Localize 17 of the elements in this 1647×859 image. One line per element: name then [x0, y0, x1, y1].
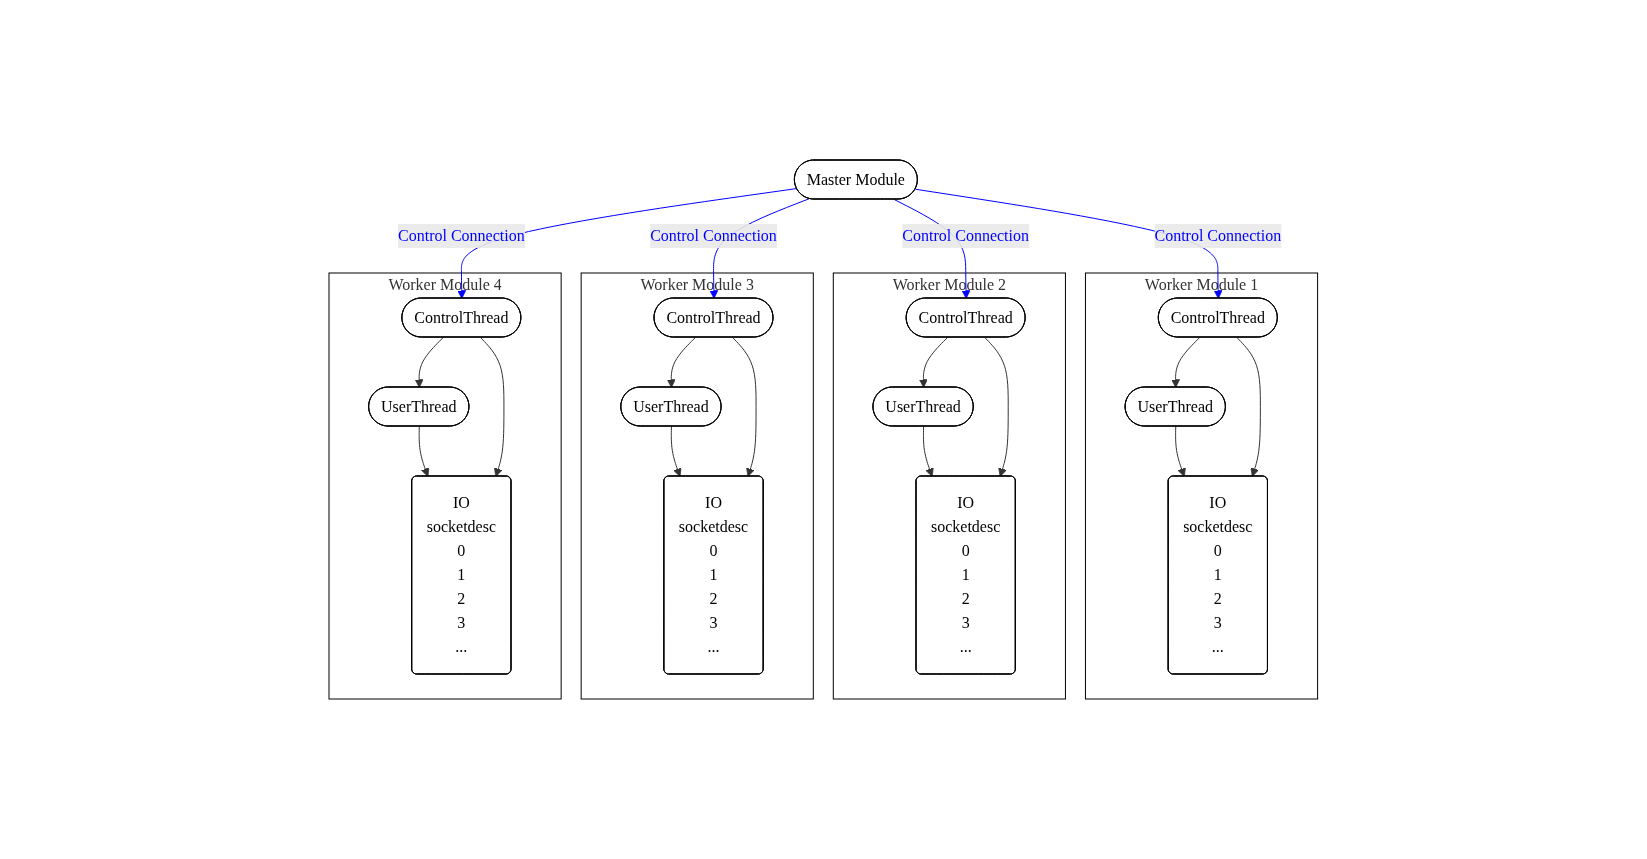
- edge-label: Control Connection: [902, 227, 1030, 244]
- edge-label: Control Connection: [1154, 227, 1282, 244]
- arrow: [480, 337, 505, 477]
- arrow: [457, 188, 798, 299]
- arrow: [1171, 337, 1201, 388]
- arrow: [984, 337, 1009, 477]
- arrow: [1236, 337, 1262, 477]
- arrow: [923, 426, 934, 477]
- arrow: [671, 426, 682, 477]
- arrow: [667, 337, 697, 388]
- edge-label: Control Connection: [650, 227, 778, 244]
- edge-label: Control Connection: [398, 227, 525, 244]
- arrow: [732, 337, 757, 477]
- arrow: [1175, 426, 1186, 477]
- arrow: [418, 426, 430, 477]
- arrow: [919, 337, 949, 388]
- arrow: [414, 337, 444, 388]
